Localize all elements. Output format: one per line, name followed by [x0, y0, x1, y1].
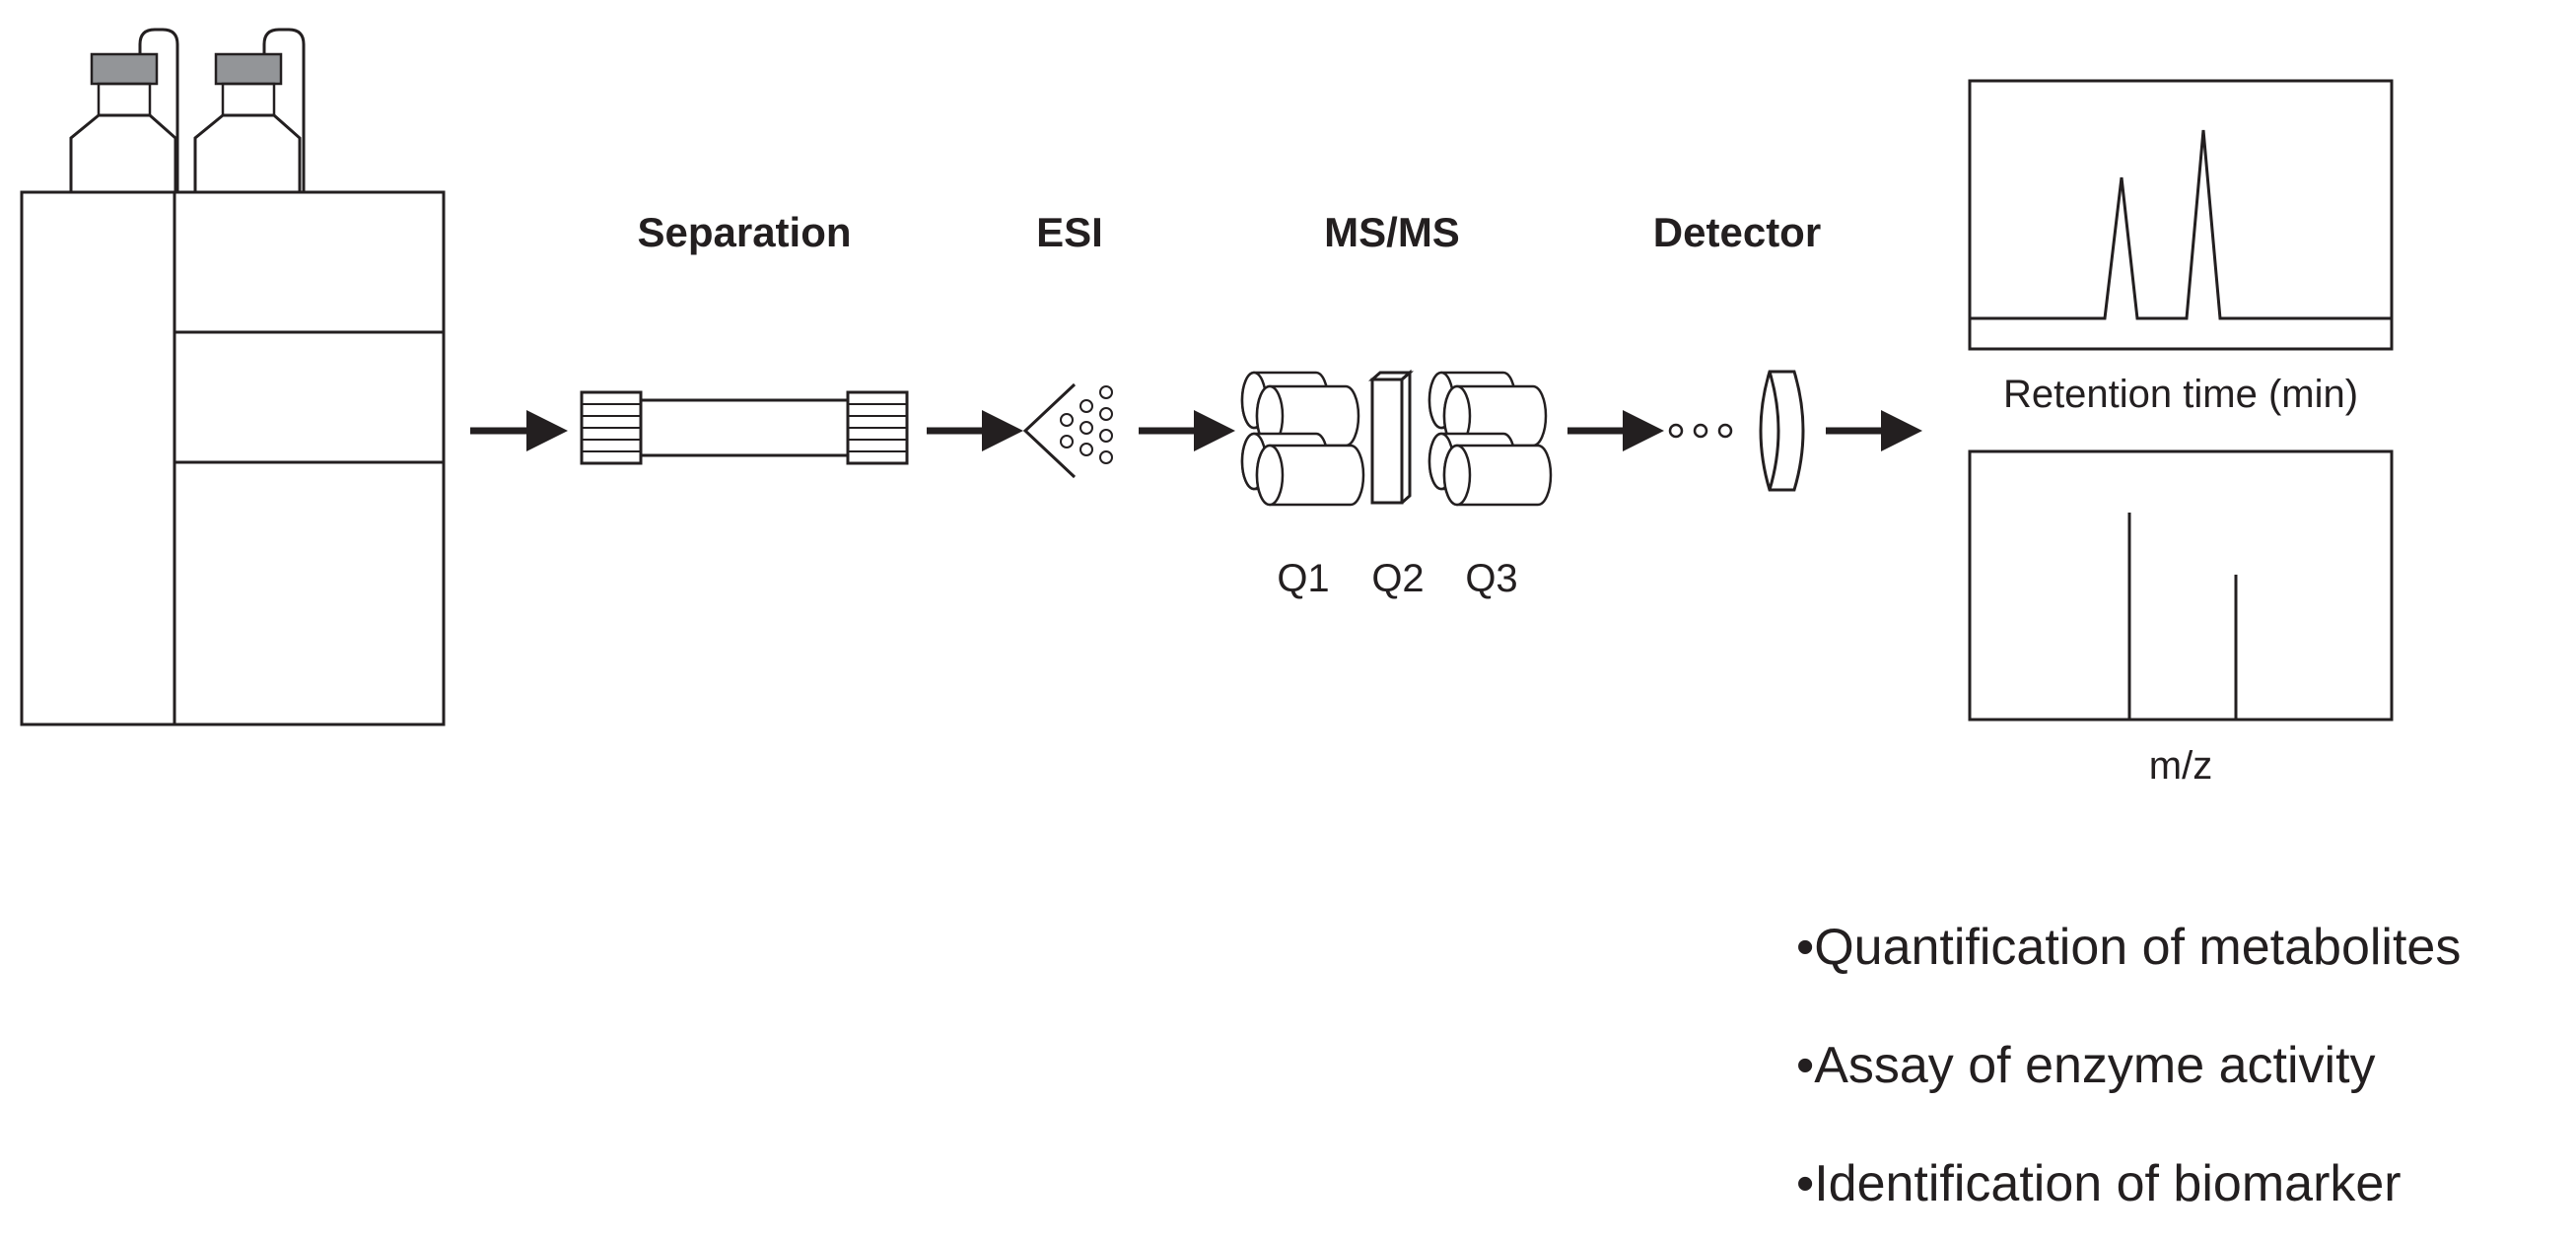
- application-item: •Identification of biomarker: [1796, 1155, 2402, 1212]
- chromatogram-plot: Retention time (min): [1968, 79, 2394, 416]
- label-separation: Separation: [637, 209, 851, 255]
- application-item: •Assay of enzyme activity: [1796, 1037, 2376, 1094]
- hplc-cabinet: [20, 190, 446, 726]
- esi-spray: [1022, 382, 1113, 479]
- detector: [1668, 370, 1805, 492]
- msms-quadrupoles: Q1 Q2 Q3: [1240, 369, 1553, 600]
- applications-list: •Quantification of metabolites •Assay of…: [1796, 919, 2461, 1212]
- label-q2: Q2: [1371, 557, 1424, 600]
- label-q1: Q1: [1277, 557, 1329, 600]
- label-q3: Q3: [1465, 557, 1517, 600]
- label-esi: ESI: [1036, 209, 1103, 255]
- solvent-bottle-2: [193, 52, 302, 194]
- q1-rods: [1240, 371, 1365, 507]
- solvent-bottle-1: [69, 52, 177, 194]
- q3-rods: [1427, 371, 1553, 507]
- chromatogram-trace: [1970, 129, 2392, 320]
- spectrum-xlabel: m/z: [2149, 744, 2212, 788]
- solvent-tube-1: [138, 28, 179, 192]
- mass-spectrum-plot: m/z: [1968, 449, 2394, 788]
- solvent-tube-2: [262, 28, 306, 192]
- label-msms: MS/MS: [1324, 209, 1460, 255]
- application-item: •Quantification of metabolites: [1796, 919, 2461, 976]
- label-detector: Detector: [1653, 209, 1821, 255]
- hplc-instrument: [20, 28, 446, 726]
- chromatogram-xlabel: Retention time (min): [2003, 373, 2358, 416]
- q2-cell: [1368, 369, 1414, 505]
- separation-column: [580, 390, 909, 465]
